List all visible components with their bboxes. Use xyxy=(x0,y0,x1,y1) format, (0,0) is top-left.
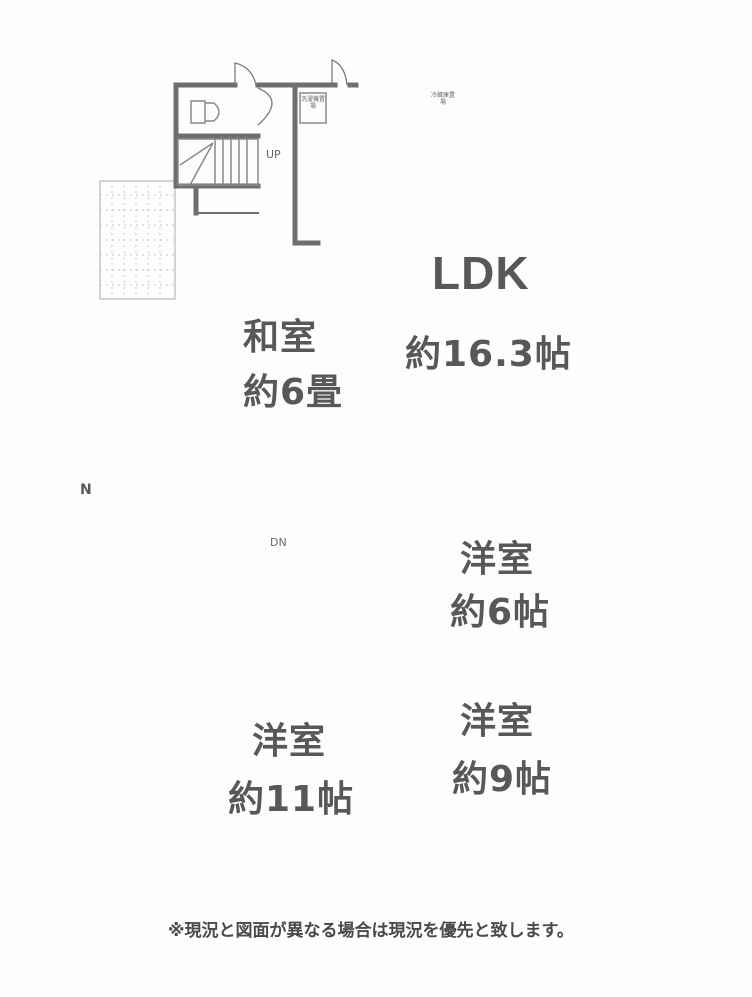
toilet-icon xyxy=(190,100,220,124)
room-youshitsu-6-size: 約6帖 xyxy=(450,592,551,633)
disclaimer-note: ※現況と図面が異なる場合は現況を優先と致します。 xyxy=(168,921,574,941)
stairs-up-label: UP xyxy=(266,148,281,161)
stairs-down-label: DN xyxy=(270,536,287,549)
room-youshitsu-6-name: 洋室 xyxy=(460,539,535,580)
entrance-deck xyxy=(99,180,176,300)
room-ldk-size: 約16.3帖 xyxy=(405,334,572,375)
floor-1-plan xyxy=(99,59,359,300)
fridge-space-label: 冷蔵庫置場 xyxy=(430,92,455,106)
stairs-floor-1 xyxy=(177,138,259,186)
laundry-space-label: 洗濯機置場 xyxy=(300,96,325,110)
compass-north-label: N xyxy=(80,482,93,498)
room-ldk-name: LDK xyxy=(432,247,530,299)
room-youshitsu-9-name: 洋室 xyxy=(460,701,535,742)
room-washitsu-size: 約6畳 xyxy=(243,372,344,413)
room-youshitsu-11-name: 洋室 xyxy=(252,721,327,762)
room-youshitsu-9-size: 約9帖 xyxy=(452,759,553,800)
room-youshitsu-11-size: 約11帖 xyxy=(228,779,355,820)
room-washitsu-name: 和室 xyxy=(243,317,318,358)
